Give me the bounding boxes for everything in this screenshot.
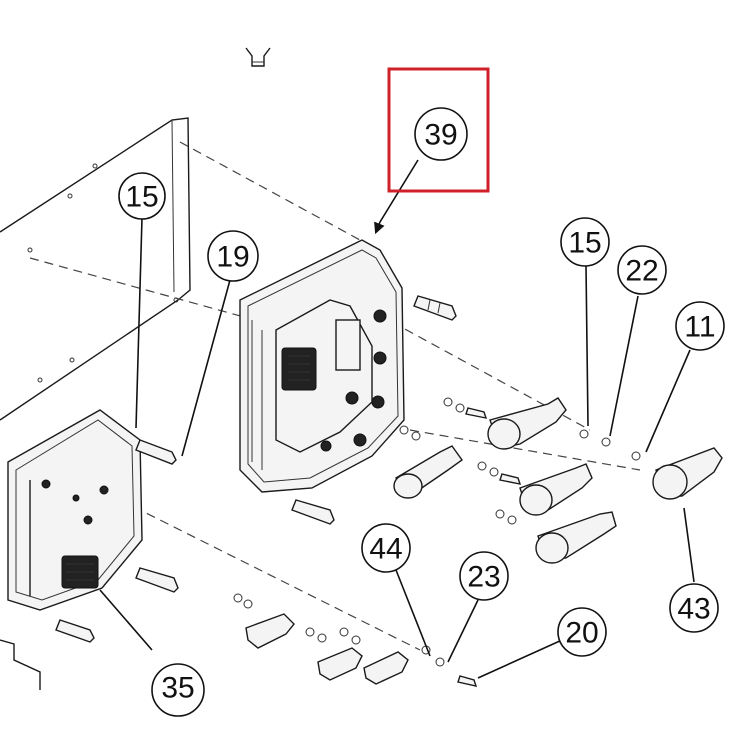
top-bracket	[245, 47, 271, 67]
callout-11-label: 11	[684, 311, 715, 344]
callout-44-label: 44	[369, 533, 402, 566]
bolt-bottom	[291, 499, 335, 525]
callout-15-right[interactable]: 15	[560, 217, 610, 267]
connector-cluster-right	[393, 397, 723, 564]
callout-43[interactable]: 43	[669, 583, 719, 633]
callout-11[interactable]: 11	[675, 301, 725, 351]
callout-44[interactable]: 44	[361, 523, 411, 573]
hardware-row-upper	[399, 397, 641, 525]
callout-23-label: 23	[467, 561, 500, 594]
callout-15-right-label: 15	[568, 227, 601, 260]
highlight-box	[387, 67, 490, 193]
connector-cluster-lower	[233, 593, 478, 687]
controller-unit	[239, 239, 405, 493]
callout-23[interactable]: 23	[459, 551, 509, 601]
mounting-plate	[0, 117, 191, 421]
callout-39-label: 39	[424, 119, 457, 152]
callout-22-label: 22	[625, 255, 658, 288]
bottom-clip	[0, 639, 41, 690]
callout-35-label: 35	[161, 672, 194, 705]
callout-19-label: 19	[216, 241, 249, 274]
callout-19[interactable]: 19	[207, 230, 259, 282]
callout-20[interactable]: 20	[557, 607, 607, 657]
callout-22[interactable]: 22	[617, 245, 667, 295]
display-module	[7, 409, 143, 611]
callout-39[interactable]: 39	[414, 107, 468, 161]
callout-15-left-label: 15	[125, 181, 158, 214]
callout-43-label: 43	[677, 593, 710, 626]
display-bolts	[55, 439, 179, 643]
bolt-top	[413, 295, 457, 321]
callout-15-left[interactable]: 15	[118, 172, 166, 220]
leader-lines	[99, 159, 695, 679]
callout-20-label: 20	[565, 617, 598, 650]
callout-35[interactable]: 35	[151, 663, 205, 717]
